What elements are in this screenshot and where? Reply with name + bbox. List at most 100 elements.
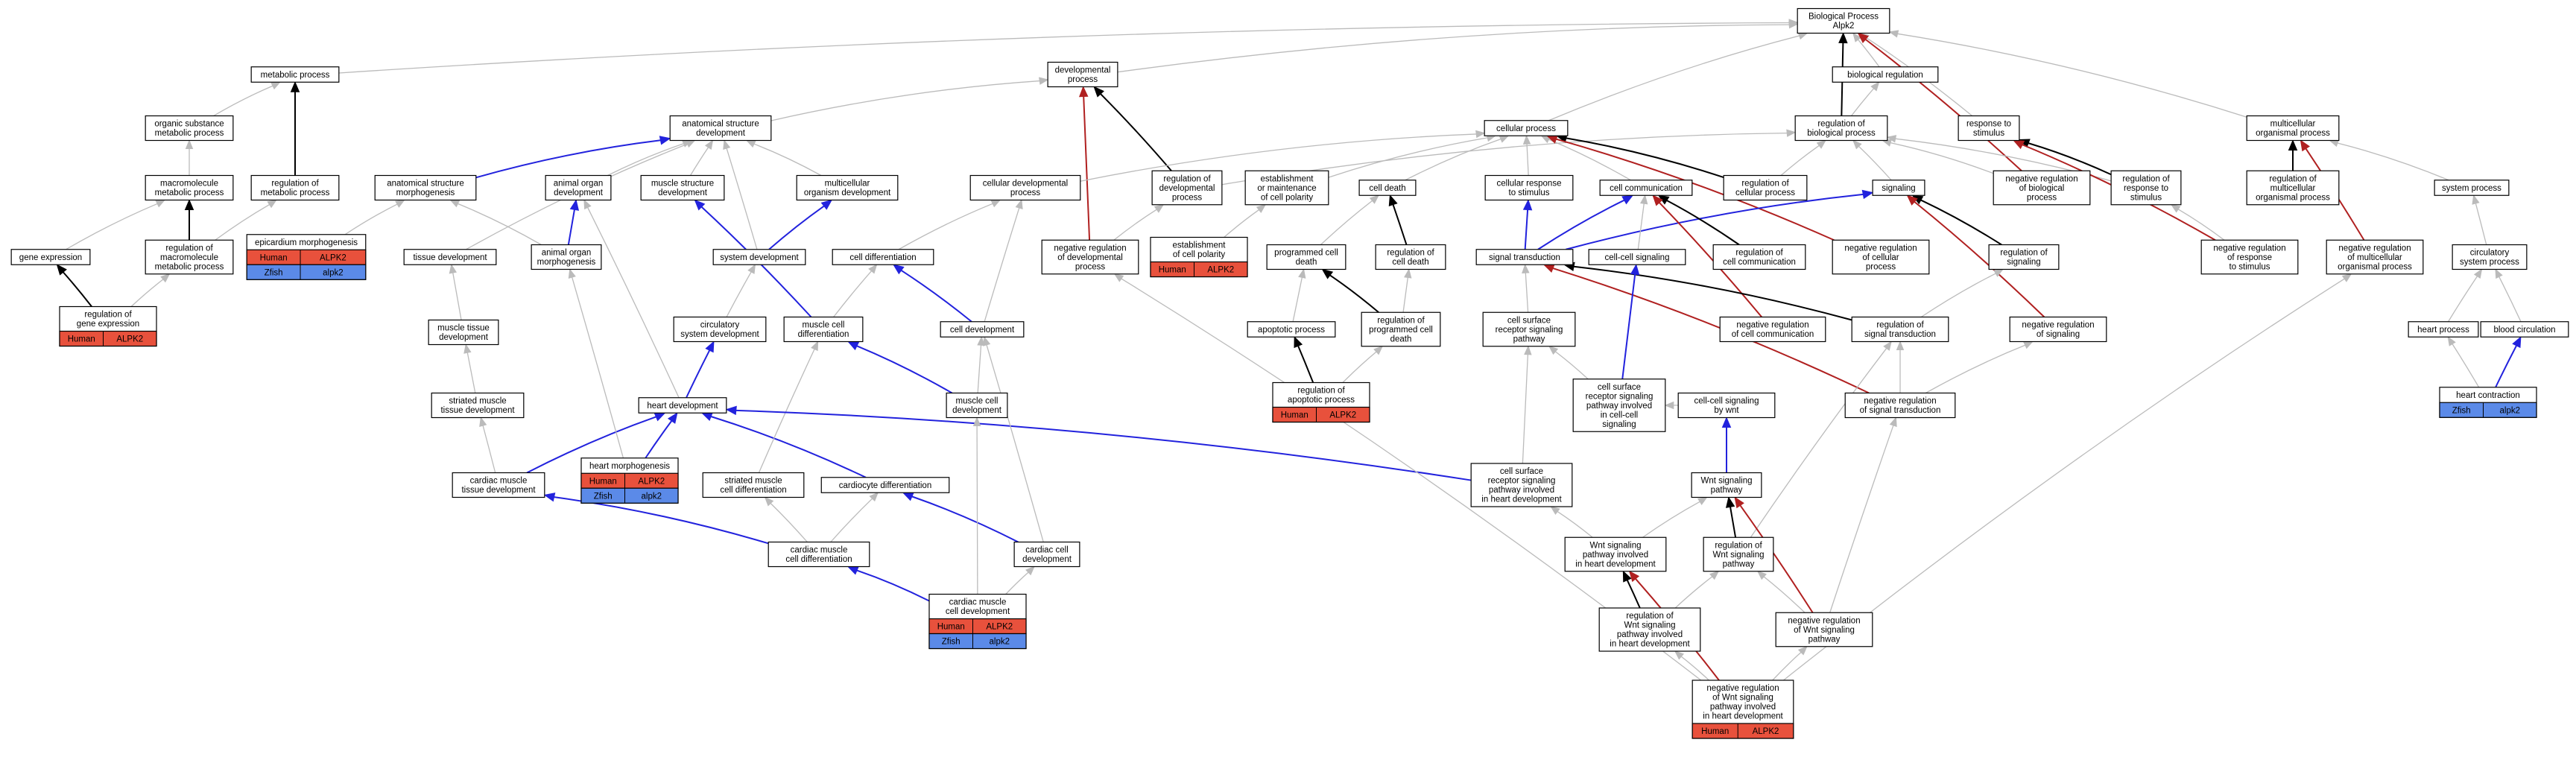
edge-line <box>2177 209 2225 241</box>
node-cell-death[interactable]: cell death <box>1358 180 1417 196</box>
node-cardiocyte-diff[interactable]: cardiocyte differentiation <box>820 477 950 493</box>
edge-line <box>753 143 822 177</box>
node-cell-dev[interactable]: cell development <box>940 321 1025 338</box>
node-label: to stimulus <box>1509 189 1550 197</box>
node-metabolic[interactable]: metabolic process <box>250 66 340 83</box>
node-box <box>250 66 340 83</box>
edge-is-a <box>2329 139 2449 181</box>
node-signal-trans[interactable]: signal transduction <box>1475 249 1574 265</box>
edge-is-a <box>130 273 171 307</box>
node-label: organic substance <box>154 120 224 129</box>
node-label: cardiac muscle <box>470 477 528 486</box>
node-label: gene expression <box>77 320 139 329</box>
node-tissue-dev[interactable]: tissue development <box>403 249 497 265</box>
node-bio-reg[interactable]: biological regulation <box>1832 66 1939 83</box>
node-cell-comm[interactable]: cell communication <box>1599 180 1693 196</box>
node-label: in heart development <box>1703 712 1783 721</box>
node-signaling[interactable]: signaling <box>1872 180 1925 196</box>
node-gene-expr[interactable]: gene expression <box>10 249 91 265</box>
node-heart-dev[interactable]: heart development <box>638 397 727 414</box>
node-blood-circ[interactable]: blood circulation <box>2480 321 2569 338</box>
edge-arrowhead <box>2023 341 2034 349</box>
node-label: response to <box>2124 184 2168 193</box>
node-cell-diff[interactable]: cell differentiation <box>832 249 934 265</box>
edge-line <box>1914 201 2045 318</box>
node-heart-process[interactable]: heart process <box>2408 321 2479 338</box>
node-label: process <box>1866 262 1896 271</box>
node-system-process[interactable]: system process <box>2434 180 2510 196</box>
edge-arrowhead <box>811 341 819 352</box>
node-cell-process[interactable]: cellular process <box>1484 120 1569 136</box>
node-cell-cell-sig[interactable]: cell-cell signaling <box>1588 249 1686 265</box>
node-label: heart contraction <box>2456 391 2520 400</box>
node-apop[interactable]: apoptotic process <box>1247 321 1336 338</box>
edge-is-a <box>1005 566 1035 595</box>
edge-positive <box>1321 268 1379 314</box>
node-system-dev[interactable]: system development <box>712 249 806 265</box>
